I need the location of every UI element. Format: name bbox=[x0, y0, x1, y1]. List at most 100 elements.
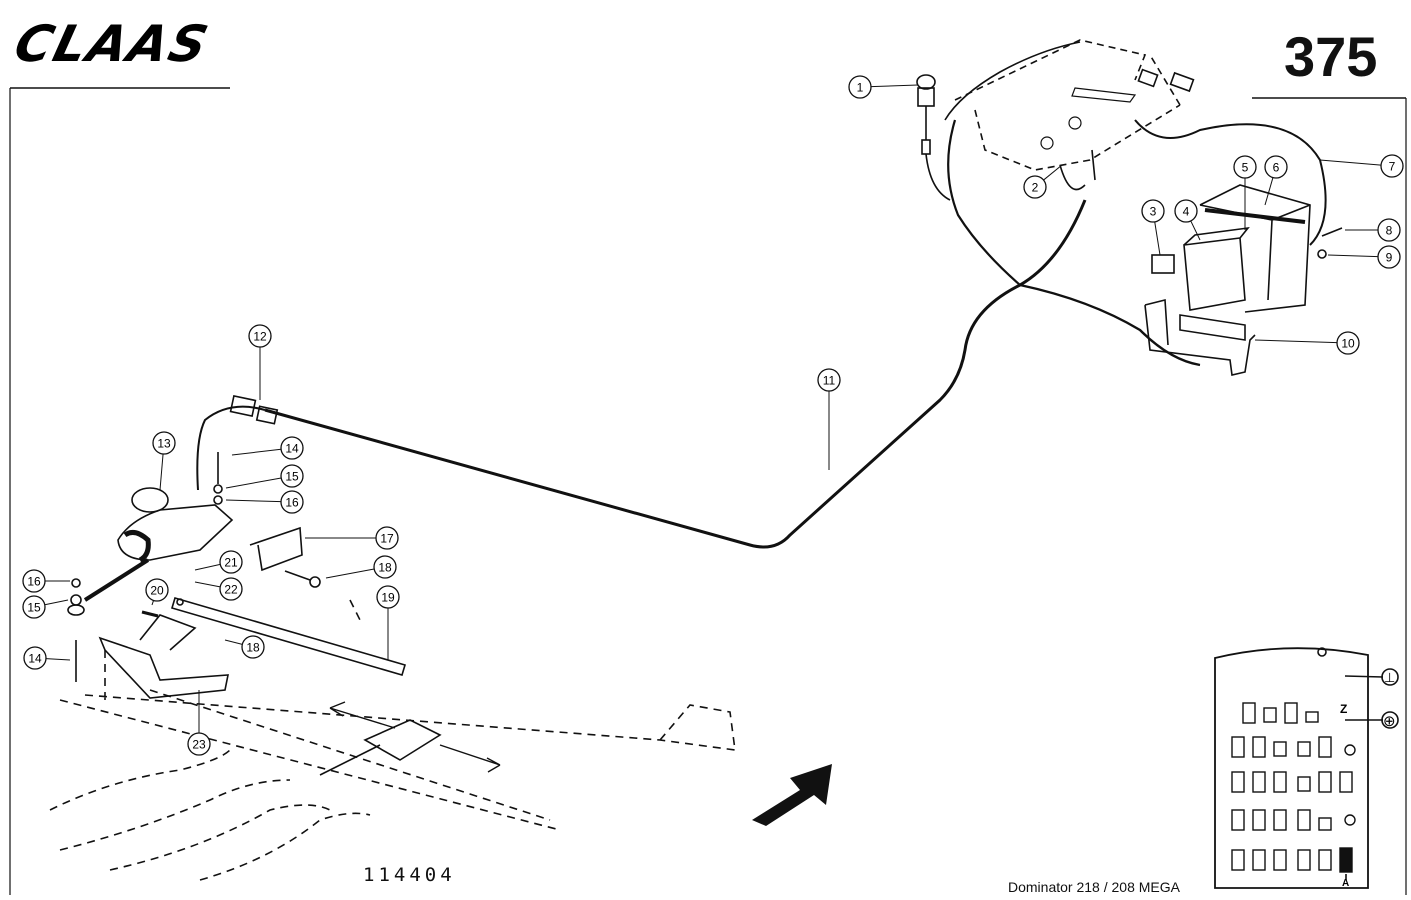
wiring-harness-branch-console bbox=[947, 119, 1021, 286]
harness-connector-12b bbox=[255, 405, 279, 425]
callout-circle bbox=[280, 464, 304, 488]
callout-6: 6 bbox=[1264, 155, 1288, 206]
callout-number: 6 bbox=[1273, 161, 1280, 175]
callout-15: 15 bbox=[22, 595, 69, 619]
callout-circle bbox=[1023, 175, 1047, 199]
callout-8: 8 bbox=[1345, 218, 1401, 242]
callout-number: 4 bbox=[1183, 205, 1190, 219]
callout-number: 12 bbox=[253, 330, 267, 344]
callout-number: 17 bbox=[380, 532, 394, 546]
callout-leader bbox=[1190, 220, 1201, 241]
callout-leader bbox=[1254, 339, 1338, 344]
callout-circle bbox=[848, 75, 872, 99]
callout-18: 18 bbox=[224, 635, 265, 659]
callout-leader bbox=[194, 563, 221, 571]
callout-leader bbox=[224, 639, 243, 645]
nut-part-16-left bbox=[71, 578, 81, 588]
callout-leader bbox=[151, 600, 154, 606]
relay-part bbox=[1151, 254, 1175, 274]
callout-14: 14 bbox=[231, 436, 304, 460]
callout-circle bbox=[187, 732, 211, 756]
callout-9: 9 bbox=[1327, 245, 1401, 269]
linkage-rod-19 bbox=[171, 597, 406, 676]
callout-circle bbox=[248, 324, 272, 348]
callout-circle bbox=[22, 595, 46, 619]
console-housing-outline bbox=[954, 39, 1181, 171]
fuse-panel-hole bbox=[1317, 647, 1327, 657]
console-positive-symbol bbox=[1068, 116, 1082, 130]
callout-leader bbox=[870, 84, 919, 88]
wiring-harness-branch-top bbox=[1134, 119, 1327, 246]
callout-leader bbox=[45, 658, 71, 661]
transformer-housing-part bbox=[1199, 184, 1311, 313]
callout-leader bbox=[1327, 254, 1379, 258]
washer-part-18-side bbox=[309, 576, 321, 588]
page-number: 375 bbox=[1284, 25, 1378, 88]
nut-part-16-top bbox=[213, 495, 223, 505]
callout-number: 7 bbox=[1389, 160, 1396, 174]
callout-number: 14 bbox=[28, 652, 42, 666]
callout-circle bbox=[375, 526, 399, 550]
cutter-bar-outline bbox=[59, 599, 736, 831]
callout-number: 23 bbox=[192, 738, 206, 752]
callout-16: 16 bbox=[22, 569, 70, 593]
callout-circle bbox=[280, 436, 304, 460]
callout-number: 9 bbox=[1386, 251, 1393, 265]
callout-circle bbox=[376, 585, 400, 609]
callout-14: 14 bbox=[23, 646, 71, 670]
fuse-carrier-bracket bbox=[1144, 298, 1256, 376]
callout-circle bbox=[23, 646, 47, 670]
console-connector-strip bbox=[1071, 87, 1137, 103]
callout-number: 22 bbox=[224, 583, 238, 597]
washer-part-15-left bbox=[70, 594, 82, 606]
callout-circle bbox=[1377, 218, 1401, 242]
washer-part-9 bbox=[1317, 249, 1327, 259]
callout-number: 14 bbox=[285, 442, 299, 456]
fuse-panel-outline bbox=[1214, 647, 1369, 889]
callout-17: 17 bbox=[305, 526, 399, 550]
callout-5: 5 bbox=[1233, 155, 1257, 230]
callout-number: 8 bbox=[1386, 224, 1393, 238]
callout-number: 16 bbox=[285, 496, 299, 510]
callout-4: 4 bbox=[1174, 199, 1201, 241]
callout-22: 22 bbox=[194, 577, 243, 601]
callout-circle bbox=[1377, 245, 1401, 269]
fuse-row-4 bbox=[1231, 809, 1356, 831]
callout-leader bbox=[231, 448, 282, 456]
fuse-panel-ground-lead bbox=[1344, 675, 1384, 678]
callout-1: 1 bbox=[848, 75, 919, 99]
callout-leader bbox=[225, 477, 282, 489]
fuse-panel-label-z: Z bbox=[1340, 702, 1347, 716]
fuse-row-3 bbox=[1231, 771, 1353, 793]
rotary-switch-part bbox=[916, 74, 951, 201]
travel-direction-arrow bbox=[752, 764, 832, 826]
rod-end-hole bbox=[176, 598, 184, 606]
wiring-harness-main bbox=[264, 199, 1087, 549]
bolt-part-18-side bbox=[284, 570, 311, 581]
control-module-part bbox=[1183, 226, 1250, 311]
transformer-band bbox=[1204, 208, 1306, 224]
callout-number: 11 bbox=[823, 374, 836, 388]
callout-circle bbox=[1336, 331, 1360, 355]
machine-model: Dominator 218 / 208 MEGA bbox=[1008, 879, 1180, 895]
callout-circle bbox=[280, 490, 304, 514]
callout-leader bbox=[194, 581, 221, 588]
callout-18: 18 bbox=[325, 555, 397, 579]
callout-10: 10 bbox=[1254, 331, 1360, 355]
callout-2: 2 bbox=[1023, 164, 1063, 199]
callout-leader bbox=[1319, 159, 1382, 166]
callout-13: 13 bbox=[152, 431, 176, 491]
callout-circle bbox=[1380, 154, 1404, 178]
drawing-number: 114404 bbox=[363, 864, 456, 886]
callout-leader bbox=[44, 599, 69, 606]
callout-7: 7 bbox=[1319, 154, 1404, 178]
callout-number: 18 bbox=[246, 641, 260, 655]
callout-15: 15 bbox=[225, 464, 304, 489]
fuse-panel-ground-symbol: ⊥ bbox=[1384, 670, 1395, 685]
harness-connector-12 bbox=[229, 394, 257, 418]
callout-16: 16 bbox=[225, 490, 304, 514]
pin-part-20 bbox=[141, 610, 159, 618]
callout-circle bbox=[373, 555, 397, 579]
